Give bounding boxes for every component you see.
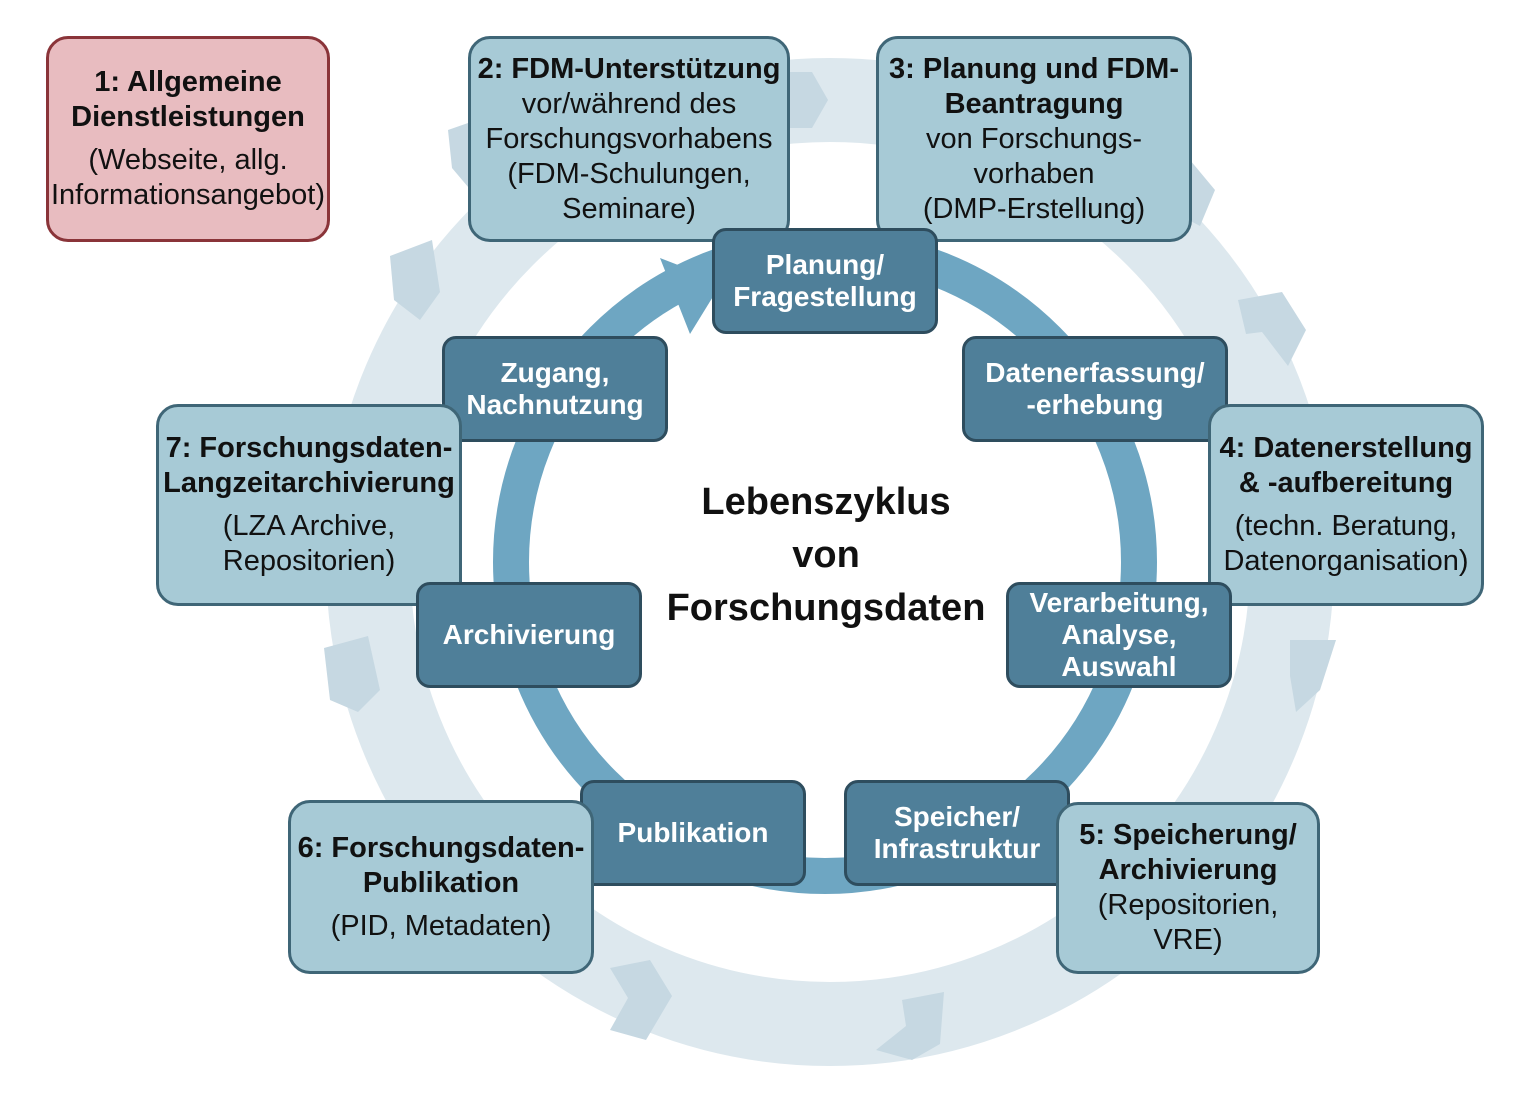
chevron-up-icon <box>324 636 380 712</box>
stage-publikation-label: Publikation <box>617 817 769 848</box>
service-4-desc-line2: Datenorganisation) <box>1223 545 1469 577</box>
service-2-title: 2: FDM-Unterstützung <box>477 52 781 85</box>
stage-archivierung-label: Archivierung <box>442 619 616 650</box>
diagram-title-line2: von <box>792 534 860 576</box>
service-box-1: 1: Allgemeine Dienstleistungen (Webseite… <box>46 36 330 242</box>
chevron-down-icon <box>1290 640 1336 712</box>
service-box-2: 2: FDM-Unterstützung vor/während des For… <box>468 36 790 242</box>
stage-publikation: Publikation <box>580 780 806 886</box>
service-7-title-line2: Langzeitarchivierung <box>163 467 455 499</box>
diagram-title-line1: Lebenszyklus <box>701 481 951 523</box>
stage-verarbeitung-line3: Auswahl <box>1061 651 1177 682</box>
stage-verarbeitung: Verarbeitung, Analyse, Auswahl <box>1006 582 1232 688</box>
stage-verarbeitung-line2: Analyse, <box>1061 619 1177 650</box>
service-2-desc-line1: vor/während des <box>521 87 737 120</box>
stage-planung: Planung/ Fragestellung <box>712 228 938 334</box>
service-5-title-line1: 5: Speicherung/ <box>1079 819 1297 851</box>
stage-speicher-line2: Infrastruktur <box>873 833 1041 864</box>
diagram-title: Lebenszyklus von Forschungsdaten <box>640 476 1012 635</box>
cycle-arrow-icon <box>660 258 722 334</box>
service-3-title-line2: Beantragung <box>944 87 1124 120</box>
service-1-desc-line2: Informationsangebot) <box>50 179 326 211</box>
service-6-title-line2: Publikation <box>362 866 520 899</box>
service-3-desc-line1: von Forschungs- <box>926 122 1142 155</box>
chevron-up-icon <box>390 240 440 320</box>
service-box-5: 5: Speicherung/ Archivierung (Repositori… <box>1056 802 1320 974</box>
service-1-title-line2: Dienstleistungen <box>71 101 305 133</box>
service-2-desc-line3: (FDM-Schulungen, <box>507 157 751 190</box>
service-4-title-line2: & -aufbereitung <box>1238 467 1454 499</box>
service-1-title-line1: 1: Allgemeine <box>94 66 282 98</box>
service-5-desc-line2: VRE) <box>1153 924 1223 956</box>
diagram-title-line3: Forschungsdaten <box>666 587 986 629</box>
stage-planung-line2: Fragestellung <box>733 281 917 312</box>
service-6-desc-line1: (PID, Metadaten) <box>330 909 552 942</box>
stage-speicher: Speicher/ Infrastruktur <box>844 780 1070 886</box>
service-7-title-line1: 7: Forschungsdaten- <box>165 432 453 464</box>
stage-archivierung: Archivierung <box>416 582 642 688</box>
service-4-title-line1: 4: Datenerstellung <box>1219 432 1473 464</box>
service-7-desc-line1: (LZA Archive, <box>222 510 396 542</box>
service-5-title-line2: Archivierung <box>1098 854 1278 886</box>
service-2-desc-line2: Forschungsvorhabens <box>485 122 773 155</box>
service-4-desc-line1: (techn. Beratung, <box>1234 510 1458 542</box>
stage-zugang-line2: Nachnutzung <box>466 389 644 420</box>
service-1-desc-line1: (Webseite, allg. <box>88 144 288 176</box>
service-3-title-line1: 3: Planung und FDM- <box>889 52 1179 85</box>
stage-erfassung-line1: Datenerfassung/ <box>985 357 1205 388</box>
service-box-3: 3: Planung und FDM- Beantragung von Fors… <box>876 36 1192 242</box>
service-5-desc-line1: (Repositorien, <box>1097 889 1279 921</box>
service-box-4: 4: Datenerstellung & -aufbereitung (tech… <box>1208 404 1484 606</box>
stage-zugang: Zugang, Nachnutzung <box>442 336 668 442</box>
service-7-desc-line2: Repositorien) <box>222 545 396 577</box>
service-2-desc-line4: Seminare) <box>562 192 696 225</box>
stage-speicher-line1: Speicher/ <box>893 801 1021 832</box>
stage-planung-line1: Planung/ <box>765 249 885 280</box>
stage-zugang-line1: Zugang, <box>500 357 610 388</box>
service-6-title-line1: 6: Forschungsdaten- <box>297 831 585 864</box>
stage-erfassung-line2: -erhebung <box>1026 389 1164 420</box>
service-box-6: 6: Forschungsdaten- Publikation (PID, Me… <box>288 800 594 974</box>
service-box-7: 7: Forschungsdaten- Langzeitarchivierung… <box>156 404 462 606</box>
chevron-left-icon <box>876 992 944 1060</box>
stage-verarbeitung-line1: Verarbeitung, <box>1029 587 1209 618</box>
service-3-desc-line2: vorhaben <box>973 157 1095 190</box>
stage-datenerfassung: Datenerfassung/ -erhebung <box>962 336 1228 442</box>
chevron-down-icon <box>1238 292 1306 366</box>
chevron-left-icon <box>610 960 672 1040</box>
service-3-desc-line3: (DMP-Erstellung) <box>922 192 1146 225</box>
